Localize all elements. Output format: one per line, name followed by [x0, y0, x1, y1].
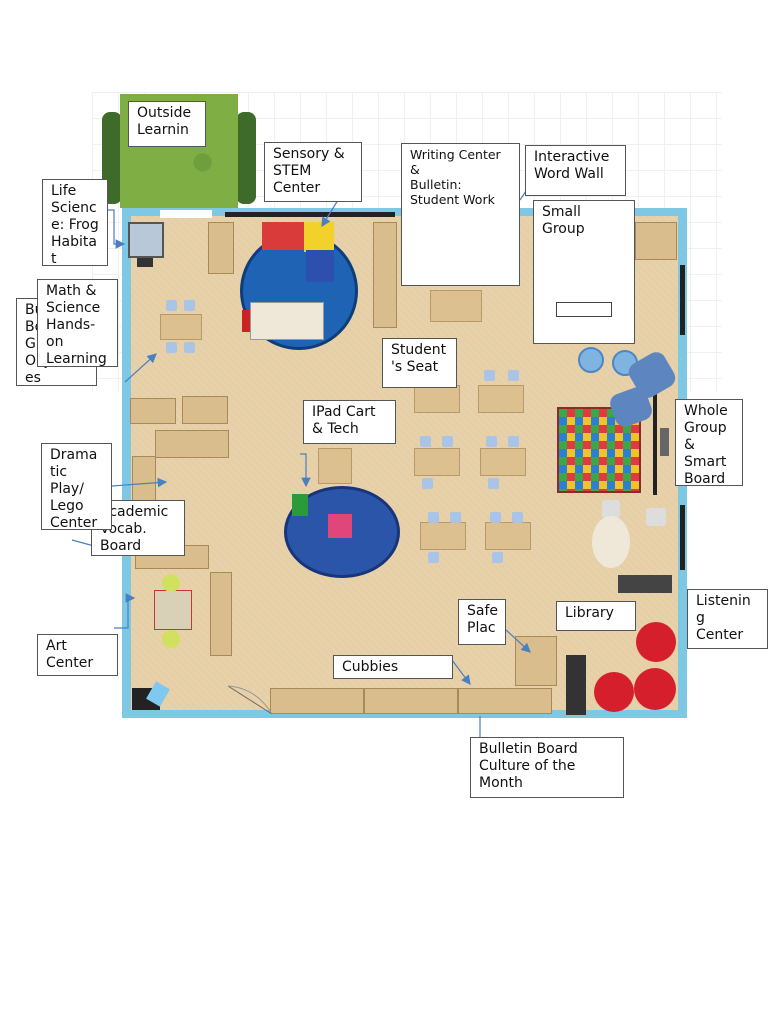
- board-right-2: [680, 505, 685, 570]
- chair: [492, 552, 503, 563]
- art-stool: [162, 574, 180, 592]
- chair: [490, 512, 501, 523]
- stem-table: [250, 302, 324, 340]
- chair: [442, 436, 453, 447]
- chair: [508, 436, 519, 447]
- cubby-unit: [458, 688, 552, 714]
- label-whole-group-smart-board: Whole Group & Smart Board: [675, 399, 743, 486]
- whiteboard-top: [225, 212, 395, 217]
- habitat-stand: [137, 258, 153, 267]
- chair: [484, 370, 495, 381]
- label-dramatic-play-lego: Drama tic Play/ Lego Center: [41, 443, 112, 530]
- label-art-center: Art Center: [37, 634, 118, 676]
- stem-chair: [242, 310, 250, 332]
- shelf-top-left: [208, 222, 234, 274]
- chair: [420, 436, 431, 447]
- frog-habitat-tank: [128, 222, 164, 258]
- label-interactive-word-wall: Interactive Word Wall: [525, 145, 626, 196]
- label-bulletin-board-culture: Bulletin Board Culture of the Month: [470, 737, 624, 798]
- label-safe-place: Safe Plac: [458, 599, 506, 645]
- math-table: [160, 314, 202, 340]
- book-rack: [566, 655, 586, 715]
- tech-table: [328, 514, 352, 538]
- library-shelf: [618, 575, 672, 593]
- chair: [422, 478, 433, 489]
- student-desk: [420, 522, 466, 550]
- label-students-seat: Student 's Seat: [382, 338, 457, 388]
- label-cubbies: Cubbies: [333, 655, 453, 679]
- label-sensory-stem-center: Sensory & STEM Center: [264, 142, 362, 202]
- stool: [602, 500, 620, 518]
- shelf-sensory: [373, 222, 397, 328]
- doorway-top: [160, 210, 212, 218]
- smart-board-cart: [660, 428, 669, 456]
- label-ipad-cart-tech: IPad Cart & Tech: [303, 400, 396, 444]
- board-right-1: [680, 265, 685, 335]
- chair: [488, 478, 499, 489]
- chair: [512, 512, 523, 523]
- student-desk: [478, 385, 524, 413]
- chair: [508, 370, 519, 381]
- chair: [184, 300, 195, 311]
- cubby-unit: [364, 688, 458, 714]
- chair: [486, 436, 497, 447]
- label-math-science-hands-on: Math & Science Hands- on Learning: [37, 279, 118, 367]
- chair: [166, 300, 177, 311]
- door-swing: [227, 685, 273, 715]
- art-stool: [162, 630, 180, 648]
- sensory-table-red: [262, 222, 304, 250]
- listening-pouf: [634, 668, 676, 710]
- small-group-table: [430, 290, 482, 322]
- cubby-unit: [270, 688, 364, 714]
- student-desk: [414, 448, 460, 476]
- student-desk: [480, 448, 526, 476]
- smart-board: [653, 390, 657, 495]
- shelf-left-2: [182, 396, 228, 424]
- label-small-group: Small Group: [533, 200, 635, 344]
- dramatic-shelf: [155, 430, 229, 458]
- shelf-left-1: [130, 398, 176, 424]
- label-listening-center: Listenin g Center: [687, 589, 768, 649]
- hedge-right: [236, 112, 256, 204]
- label-writing-center: Writing Center & Bulletin: Student Work: [401, 143, 520, 286]
- label-library: Library: [556, 601, 636, 631]
- chair: [166, 342, 177, 353]
- small-group-seat: [578, 347, 604, 373]
- label-life-science-frog-habitat: Life Scienc e: Frog Habita t: [42, 179, 108, 266]
- listening-pouf: [636, 622, 676, 662]
- stool: [646, 508, 666, 526]
- art-shelf: [210, 572, 232, 656]
- label-outside-learning: Outside Learnin: [128, 101, 206, 147]
- reading-nook: [592, 516, 630, 568]
- student-desk: [414, 385, 460, 413]
- shelf-top-right: [635, 222, 677, 260]
- chair: [450, 512, 461, 523]
- listening-pouf: [594, 672, 634, 712]
- chair: [428, 512, 439, 523]
- sensory-bin-blue: [306, 250, 334, 282]
- tech-chair-green: [292, 494, 308, 516]
- ipad-cart: [318, 448, 352, 484]
- chair: [428, 552, 439, 563]
- small-group-nameplate: [556, 302, 612, 317]
- chair: [184, 342, 195, 353]
- student-desk: [485, 522, 531, 550]
